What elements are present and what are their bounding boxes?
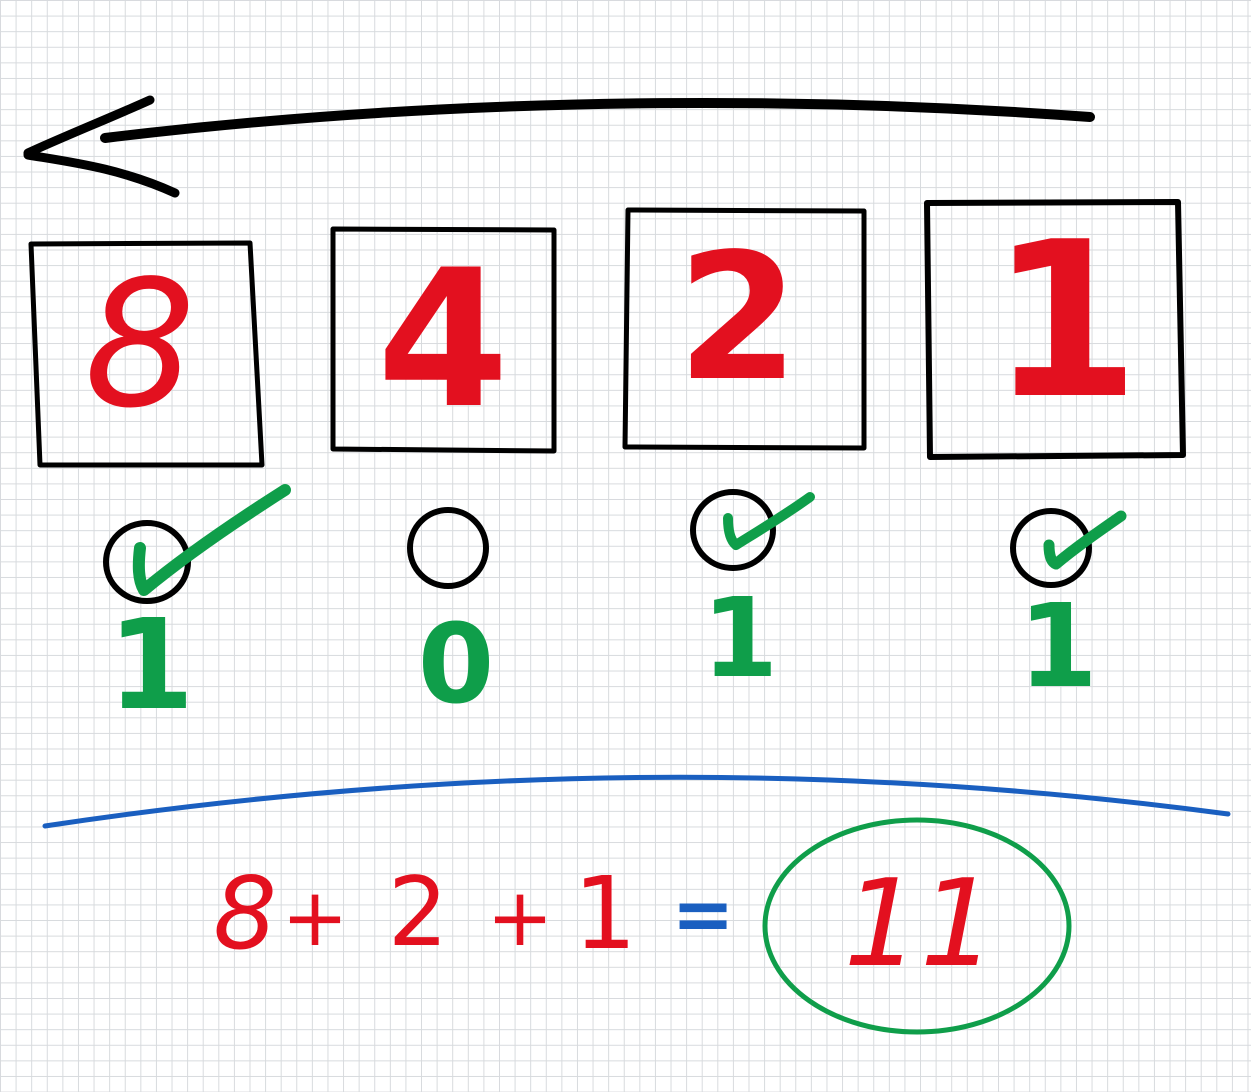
equation-result: 11 [844,855,997,994]
equation-equals: = [672,870,735,958]
equation-plus-second: + [486,871,553,964]
arrow-head-upper [23,95,155,158]
binary-digit-one: 1 [1018,580,1098,714]
place-value-eight: 8 [84,244,195,447]
equation-term-two: 2 [388,858,448,968]
binary-digit-eight: 1 [108,593,195,738]
equation-term-eight: 8 [213,855,277,972]
check-marks [132,484,1127,596]
circle-one [1010,508,1092,588]
box-eight [28,240,265,468]
binary-digits: 1 0 1 1 [108,574,1099,738]
box-four [330,226,557,454]
box-one [924,199,1186,460]
equation-plus-first: + [281,871,348,964]
result-circle [762,817,1072,1035]
arrow-shaft [100,97,1095,143]
binary-digit-four: 0 [418,600,495,728]
direction-arrow [23,95,1095,198]
arrow-head-lower [23,150,180,198]
circle-two [690,489,776,571]
equation-term-one: 1 [573,855,637,972]
check-mark-icon-one [1043,510,1127,570]
place-value-two: 2 [677,217,799,420]
divider-curve [42,774,1231,829]
place-value-boxes [28,199,1186,468]
binary-digit-two: 1 [702,574,779,702]
place-value-one: 1 [990,195,1140,446]
place-values: 8 4 2 1 [84,195,1139,450]
check-mark-icon-two [723,492,815,550]
box-two [622,207,867,451]
place-value-four: 4 [377,229,509,450]
circle-four [407,507,489,589]
equation: 8 + 2 + 1 = 11 [213,817,1072,1035]
check-mark-icon-eight [132,484,291,596]
